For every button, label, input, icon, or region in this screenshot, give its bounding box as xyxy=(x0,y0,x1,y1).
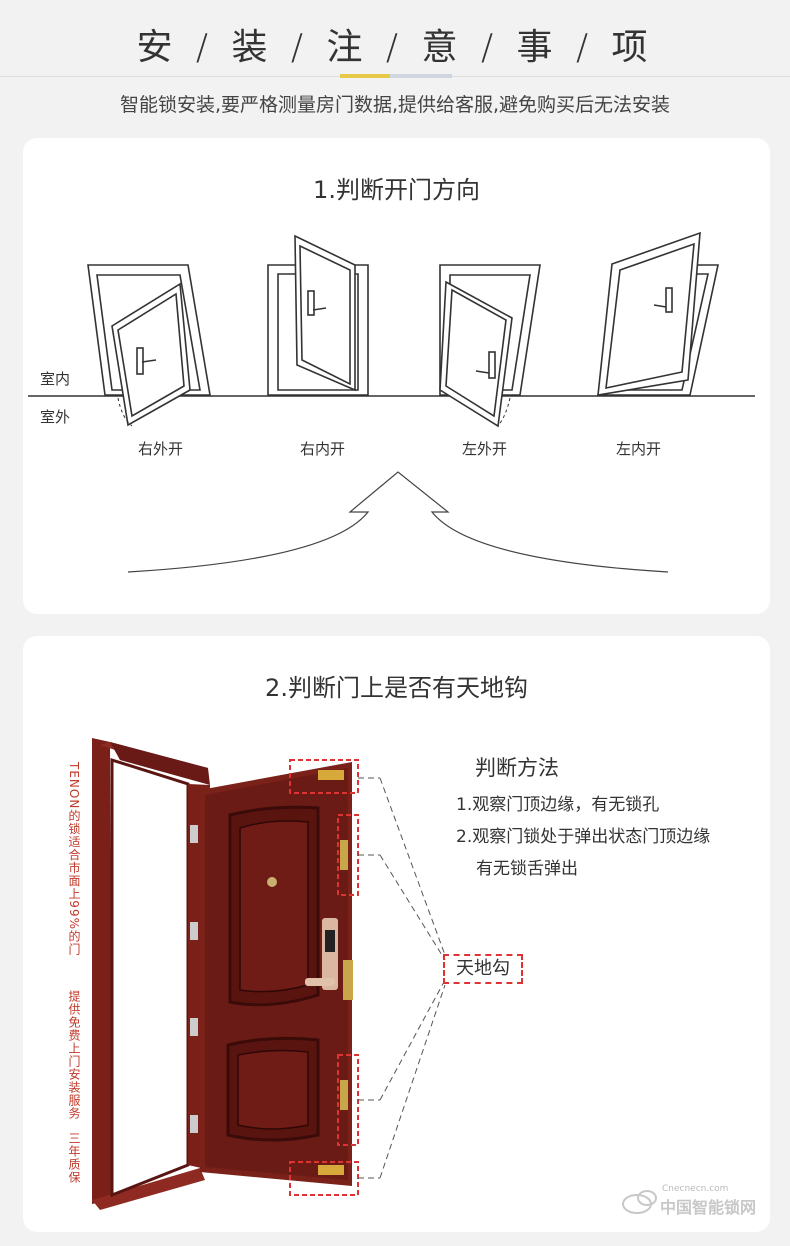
method-line-1: 1.观察门顶边缘，有无锁孔 xyxy=(456,795,660,815)
section2-title-overlay: 2.判断门上是否有天地钩 xyxy=(265,674,528,702)
method-line-2: 2.观察门锁处于弹出状态门顶边缘 xyxy=(456,827,711,847)
title-accent-gray xyxy=(390,74,452,78)
door-label-right-inward: 右内开 xyxy=(300,440,346,458)
door-label-right-outward: 右外开 xyxy=(138,440,184,458)
page-title: 安 / 装 / 注 / 意 / 事 / 项 xyxy=(136,27,654,68)
page-subtitle: 智能锁安装,要严格测量房门数据,提供给客服,避免购买后无法安装 xyxy=(119,94,671,116)
watermark-text: 中国智能锁网 xyxy=(660,1198,757,1217)
door-left-inward-icon xyxy=(597,231,719,396)
door-label-left-inward: 左内开 xyxy=(616,440,662,458)
title-accent-yellow xyxy=(340,74,390,78)
tiandi-hook-label: 天地勾 xyxy=(443,954,523,984)
method-title: 判断方法 xyxy=(475,756,559,780)
side-text-warranty: 三年质保 xyxy=(67,1132,81,1184)
method-line-3: 有无锁舌弹出 xyxy=(476,859,578,879)
up-arrow-icon xyxy=(127,471,669,573)
door-label-left-outward: 左外开 xyxy=(462,440,508,458)
door-right-outward-icon xyxy=(87,264,211,427)
indoor-label: 室内 xyxy=(40,370,71,388)
door-left-outward-icon xyxy=(439,264,541,428)
side-text-compat: TENON的锁适合市面上99%的门 xyxy=(67,762,81,956)
outdoor-label: 室外 xyxy=(40,408,71,426)
section1-title: 1.判断开门方向 xyxy=(313,176,480,204)
watermark-logo-icon xyxy=(622,1190,657,1214)
callout-leader-lines xyxy=(358,777,446,1179)
side-text-service: 提供免费上门安装服务 xyxy=(67,990,81,1120)
door-photo xyxy=(92,738,353,1210)
watermark-url: Cnecnecn.com xyxy=(662,1184,729,1194)
door-right-inward-icon xyxy=(267,234,369,396)
